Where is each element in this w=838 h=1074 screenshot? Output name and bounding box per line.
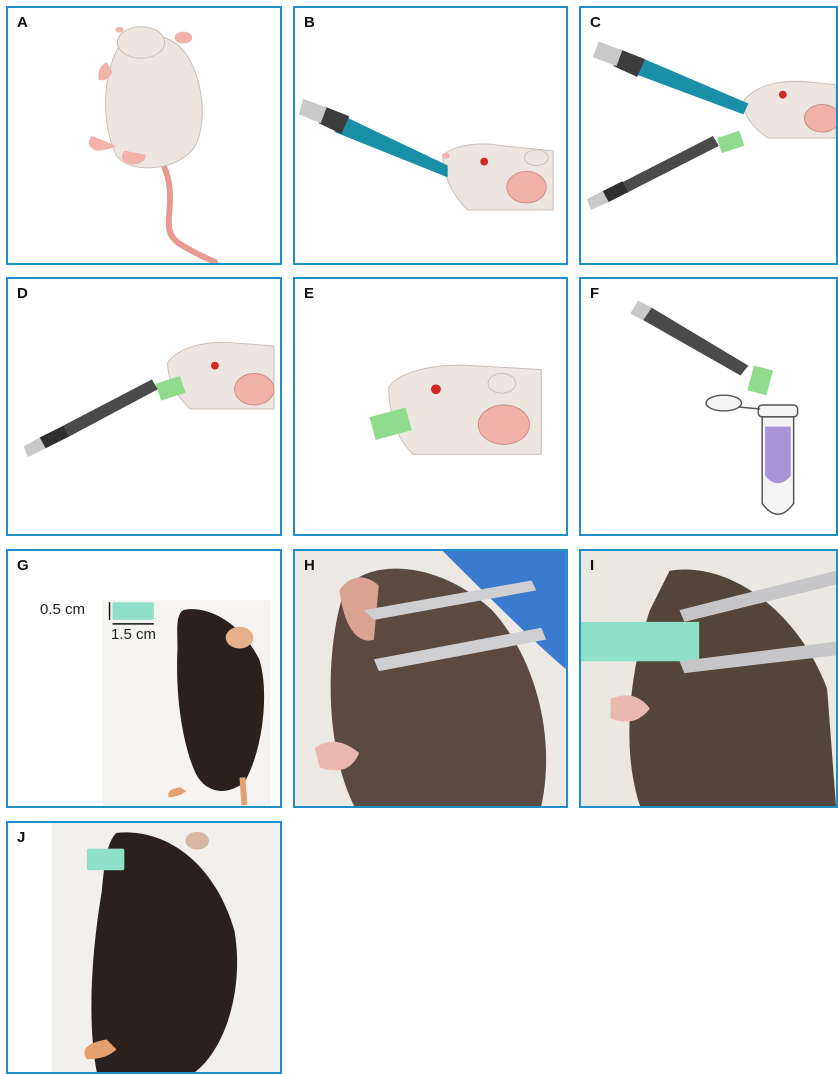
- scale-width-label: 1.5 cm: [111, 626, 156, 643]
- panel-f: F: [579, 277, 838, 536]
- forceps-opening-mouth-illustration: [295, 8, 566, 263]
- photo-forceps-opening-mouth: [295, 551, 566, 806]
- panel-label: J: [17, 829, 25, 846]
- panel-j: J: [6, 821, 282, 1074]
- mouse-chewing-sponge-illustration: [295, 279, 566, 534]
- scale-height-label: 0.5 cm: [40, 601, 85, 618]
- panel-g: G 0.5 cm 1.5 cm: [6, 549, 282, 808]
- panel-label: F: [590, 285, 599, 302]
- panel-c: C: [579, 6, 838, 265]
- photo-mouse-holding-sponge: [8, 823, 280, 1072]
- sponge-to-tube-illustration: [581, 279, 836, 534]
- panel-label: E: [304, 285, 314, 302]
- sponge-in-mouth-illustration: [8, 279, 280, 534]
- panel-label: G: [17, 557, 29, 574]
- panel-d: D: [6, 277, 282, 536]
- panel-label: B: [304, 14, 315, 31]
- panel-label: D: [17, 285, 28, 302]
- white-mouse-supine-illustration: [8, 8, 280, 263]
- black-mouse-photo-with-sponge-scale: [8, 551, 280, 806]
- panel-a: A: [6, 6, 282, 265]
- photo-inserting-sponge: [581, 551, 836, 806]
- panel-i: I: [579, 549, 838, 808]
- panel-b: B: [293, 6, 568, 265]
- panel-h: H: [293, 549, 568, 808]
- panel-label: A: [17, 14, 28, 31]
- panel-label: H: [304, 557, 315, 574]
- panel-label: I: [590, 557, 594, 574]
- forceps-inserting-sponge-illustration: [581, 8, 836, 263]
- panel-label: C: [590, 14, 601, 31]
- panel-e: E: [293, 277, 568, 536]
